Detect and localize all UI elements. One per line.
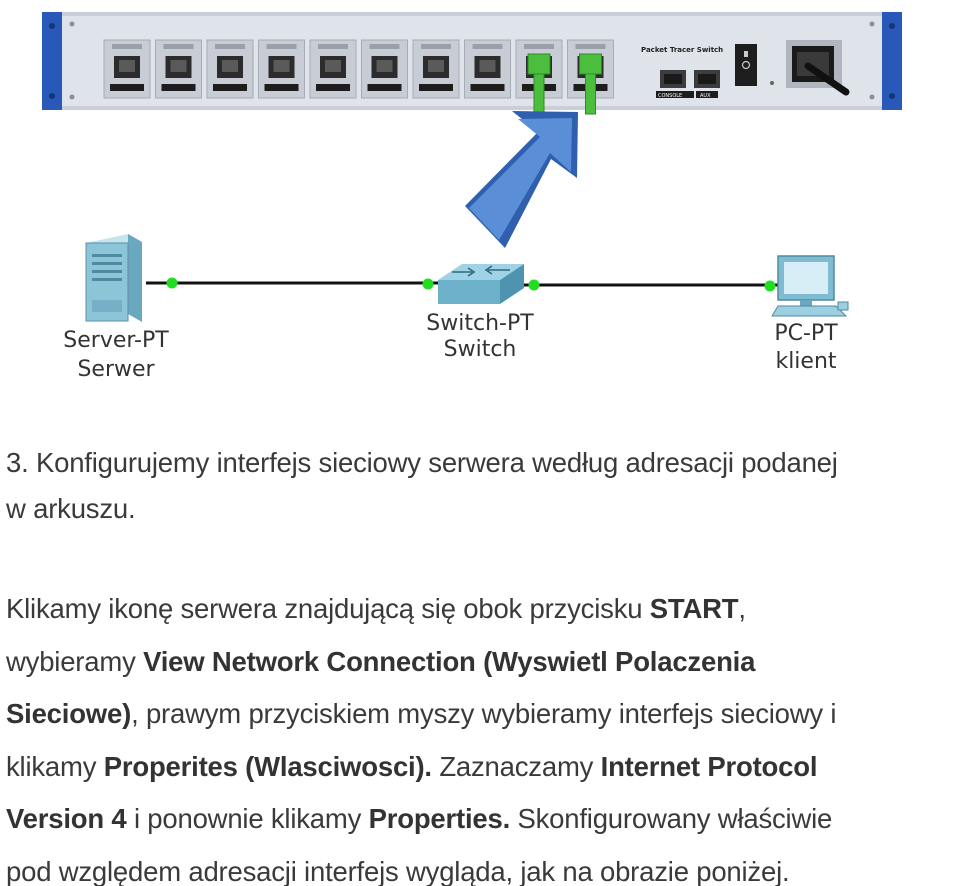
server-name-label: Serwer <box>77 357 155 382</box>
pointer-arrow <box>465 111 578 248</box>
instruction-step-3: 3. Konfigurujemy interfejs sieciowy serw… <box>6 440 956 532</box>
link-dot <box>166 277 178 289</box>
power-switch <box>735 44 757 86</box>
text-line: pod względem adresacji interfejs wygląda… <box>6 855 790 886</box>
ethernet-port <box>155 39 202 99</box>
network-figure: Packet Tracer Switch CONSOLE AUX <box>42 12 902 382</box>
text-line: 3. Konfigurujemy interfejs sieciowy serw… <box>6 447 838 478</box>
switch-icon <box>438 264 524 304</box>
ethernet-port <box>361 39 408 99</box>
link-dot <box>422 278 434 290</box>
pc-name-label: klient <box>775 349 836 374</box>
ethernet-port <box>309 39 357 99</box>
text-line: klikamy Properites (Wlasciwosci). Zaznac… <box>6 750 818 782</box>
switch-type-label: Switch-PT <box>426 311 534 336</box>
console-label: CONSOLE <box>658 93 682 99</box>
ethernet-port <box>464 39 511 99</box>
connected-cable <box>579 53 602 115</box>
text-line: Version 4 i ponownie klikamy Properties.… <box>6 803 833 834</box>
ethernet-port <box>206 39 254 99</box>
device-panel-label: Packet Tracer Switch <box>641 46 723 54</box>
switch-name-label: Switch <box>444 337 517 362</box>
text-line: Klikamy ikonę serwera znajdującą się obo… <box>6 593 746 624</box>
link-dot <box>528 279 540 291</box>
link-dot <box>764 280 776 292</box>
text-line: w arkuszu. <box>6 493 136 524</box>
instruction-paragraph: Klikamy ikonę serwera znajdującą się obo… <box>6 583 956 886</box>
pc-icon <box>771 255 849 317</box>
server-type-label: Server-PT <box>63 328 169 353</box>
ethernet-port <box>412 39 460 99</box>
ethernet-port <box>258 39 305 99</box>
ethernet-port <box>103 39 151 99</box>
connected-cable <box>527 53 551 115</box>
pc-type-label: PC-PT <box>774 321 838 346</box>
text-line: Sieciowe), prawym przyciskiem myszy wybi… <box>6 698 837 729</box>
aux-label: AUX <box>700 93 711 99</box>
text-line: wybieramy View Network Connection (Wyswi… <box>6 645 756 677</box>
server-icon <box>85 234 142 322</box>
switch-device-panel: Packet Tracer Switch CONSOLE AUX <box>42 12 902 115</box>
